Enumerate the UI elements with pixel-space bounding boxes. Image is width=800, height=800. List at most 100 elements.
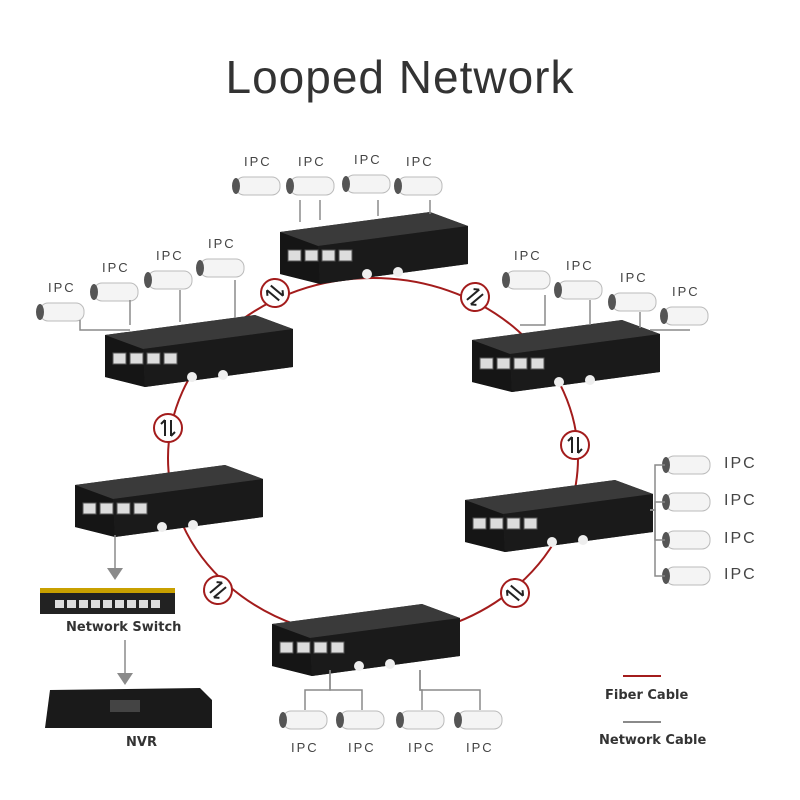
badge-circle — [203, 575, 233, 605]
camera-lens — [286, 178, 294, 194]
camera-body — [665, 566, 711, 586]
bidirectional-arrow-icon — [460, 282, 490, 312]
fiber-port-b — [188, 520, 198, 530]
converter-side — [113, 479, 263, 537]
camera-label: IPC — [566, 258, 594, 273]
camera-label: IPC — [672, 284, 700, 299]
ethernet-port — [279, 641, 294, 654]
arrow-glyph — [505, 584, 525, 602]
ethernet-port — [530, 357, 545, 370]
camera-lens — [232, 178, 240, 194]
converter-top — [272, 604, 460, 638]
media-converter — [465, 480, 653, 552]
camera-lens — [144, 272, 152, 288]
ethernet-port — [99, 502, 114, 515]
switch-port — [91, 600, 100, 608]
ip-camera-icon — [36, 302, 85, 322]
camera-lens — [336, 712, 344, 728]
fiber-port-a — [554, 377, 564, 387]
ip-camera-icon — [279, 710, 328, 730]
camera-body — [665, 530, 711, 550]
ip-camera-icon — [554, 280, 603, 300]
camera-body — [93, 282, 139, 302]
camera-body — [147, 270, 193, 290]
ethernet-port — [133, 502, 148, 515]
nvr-label: NVR — [126, 735, 157, 750]
camera-lens — [36, 304, 44, 320]
camera-lens — [279, 712, 287, 728]
ethernet-port — [146, 352, 161, 365]
ip-camera-icon — [662, 492, 711, 512]
ethernet-port — [304, 249, 319, 262]
converter-top — [472, 320, 660, 354]
media-converter — [280, 212, 468, 284]
camera-label: IPC — [298, 154, 326, 169]
converter-top — [465, 480, 653, 514]
ethernet-port — [116, 502, 131, 515]
network-cable — [304, 670, 331, 710]
media-converter — [105, 315, 293, 387]
camera-lens — [662, 494, 670, 510]
camera-body — [399, 710, 445, 730]
ip-camera-icon — [454, 710, 503, 730]
ethernet-port — [163, 352, 178, 365]
switch-port — [103, 600, 112, 608]
diagram-title: Looped Network — [225, 51, 575, 103]
down-arrow-icon — [107, 568, 123, 580]
ip-camera-icon — [336, 710, 385, 730]
camera-lens — [660, 308, 668, 324]
ip-camera-icon — [662, 455, 711, 475]
fiber-port-a — [187, 372, 197, 382]
switch-port — [79, 600, 88, 608]
ip-camera-icon — [342, 174, 391, 194]
switch-port — [115, 600, 124, 608]
ip-camera-icon — [196, 258, 245, 278]
network-cable — [520, 295, 546, 326]
ip-camera-icon — [502, 270, 551, 290]
camera-lens — [662, 532, 670, 548]
camera-lens — [662, 457, 670, 473]
badge-circle — [260, 278, 290, 308]
camera-body — [665, 455, 711, 475]
camera-label: IPC — [724, 566, 757, 583]
fiber-port-a — [354, 661, 364, 671]
fiber-port-b — [578, 535, 588, 545]
camera-label: IPC — [244, 154, 272, 169]
camera-body — [289, 176, 335, 196]
ethernet-port — [523, 517, 538, 530]
arrow-glyph — [209, 581, 227, 599]
ip-camera-icon — [608, 292, 657, 312]
bidirectional-arrow-icon — [260, 278, 290, 308]
camera-lens — [196, 260, 204, 276]
fiber-port-a — [547, 537, 557, 547]
ip-camera-icon — [662, 566, 711, 586]
fiber-port-b — [585, 375, 595, 385]
fiber-port-a — [157, 522, 167, 532]
camera-body — [557, 280, 603, 300]
camera-label: IPC — [208, 236, 236, 251]
camera-body — [663, 306, 709, 326]
ethernet-port — [513, 357, 528, 370]
ethernet-port — [112, 352, 127, 365]
ethernet-port — [321, 249, 336, 262]
switch-port — [67, 600, 76, 608]
camera-label: IPC — [354, 152, 382, 167]
converter-side — [318, 226, 468, 284]
fiber-port-b — [393, 267, 403, 277]
ethernet-port — [338, 249, 353, 262]
legend-network-label: Network Cable — [599, 733, 707, 748]
ethernet-port — [506, 517, 521, 530]
ethernet-port — [82, 502, 97, 515]
camera-label: IPC — [724, 455, 757, 472]
camera-lens — [662, 568, 670, 584]
ethernet-port — [313, 641, 328, 654]
camera-label: IPC — [724, 530, 757, 547]
camera-body — [235, 176, 281, 196]
camera-label: IPC — [408, 740, 436, 755]
arrow-glyph — [160, 419, 176, 437]
switch-port — [55, 600, 64, 608]
camera-label: IPC — [466, 740, 494, 755]
ethernet-port — [496, 357, 511, 370]
camera-body — [39, 302, 85, 322]
